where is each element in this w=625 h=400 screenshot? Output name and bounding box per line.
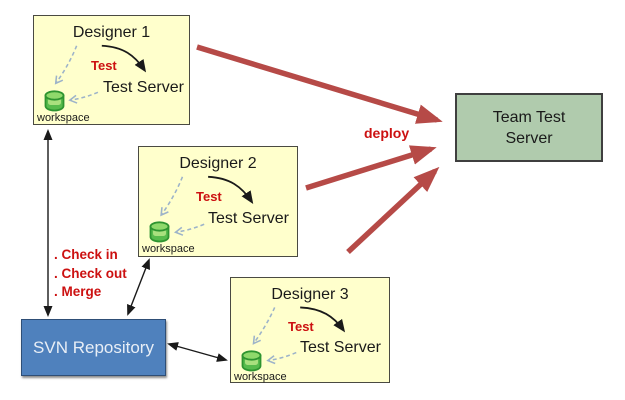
sync-arrow-designer2-svn — [127, 258, 150, 316]
team-test-server-label: Team Test Server — [492, 108, 566, 147]
test-server-label: Test Server — [300, 339, 381, 356]
server-to-workspace-arrow — [266, 351, 297, 365]
workspace-label: workspace — [37, 112, 90, 124]
deploy-arrow-designer1 — [196, 44, 443, 124]
designer-2-box: Designer 2 Test Test Server workspace — [138, 146, 298, 257]
designer-1-inner-arrows — [54, 44, 147, 104]
workspace-database-icon — [149, 221, 170, 243]
designer-3-inner-arrows — [252, 306, 346, 365]
deploy-arrow-designer3 — [346, 166, 440, 255]
svn-actions-list: . Check in . Check out . Merge — [54, 246, 127, 302]
workspace-label: workspace — [142, 243, 195, 255]
test-label: Test — [91, 58, 117, 73]
workspace-database-icon — [44, 90, 65, 112]
svn-repository-label: SVN Repository — [33, 337, 154, 357]
svn-action-check-out: . Check out — [54, 265, 127, 281]
designer-to-workspace-arrow — [252, 307, 276, 345]
sync-arrow-svn-designer3 — [167, 342, 228, 362]
test-server-label: Test Server — [208, 210, 289, 227]
designer-3-box: Designer 3 Test Test Server workspace — [230, 277, 390, 383]
designer-title: Designer 1 — [72, 24, 151, 41]
svn-action-check-in: . Check in — [54, 247, 118, 262]
test-label: Test — [288, 319, 314, 334]
test-flow-arrow — [208, 175, 254, 204]
designer-title: Designer 3 — [271, 286, 349, 303]
designer-to-workspace-arrow — [160, 176, 184, 217]
test-server-label: Test Server — [103, 79, 184, 96]
deploy-label: deploy — [364, 125, 410, 141]
workspace-label: workspace — [234, 371, 287, 383]
svn-repository-box: SVN Repository — [21, 319, 166, 376]
workspace-database-icon — [241, 350, 262, 372]
designer-title: Designer 2 — [179, 155, 257, 172]
designer-2-inner-arrows — [160, 175, 254, 236]
svn-action-merge: . Merge — [54, 284, 102, 299]
test-label: Test — [196, 189, 222, 204]
team-test-server-box: Team Test Server — [455, 93, 603, 162]
designer-1-box: Designer 1 Test Test Server workspace — [33, 15, 190, 125]
designer-to-workspace-arrow — [54, 45, 78, 85]
server-to-workspace-arrow — [173, 223, 205, 236]
test-flow-arrow — [101, 44, 147, 73]
test-flow-arrow — [300, 306, 346, 333]
deploy-arrow-designer2 — [305, 145, 437, 191]
server-to-workspace-arrow — [68, 91, 99, 104]
